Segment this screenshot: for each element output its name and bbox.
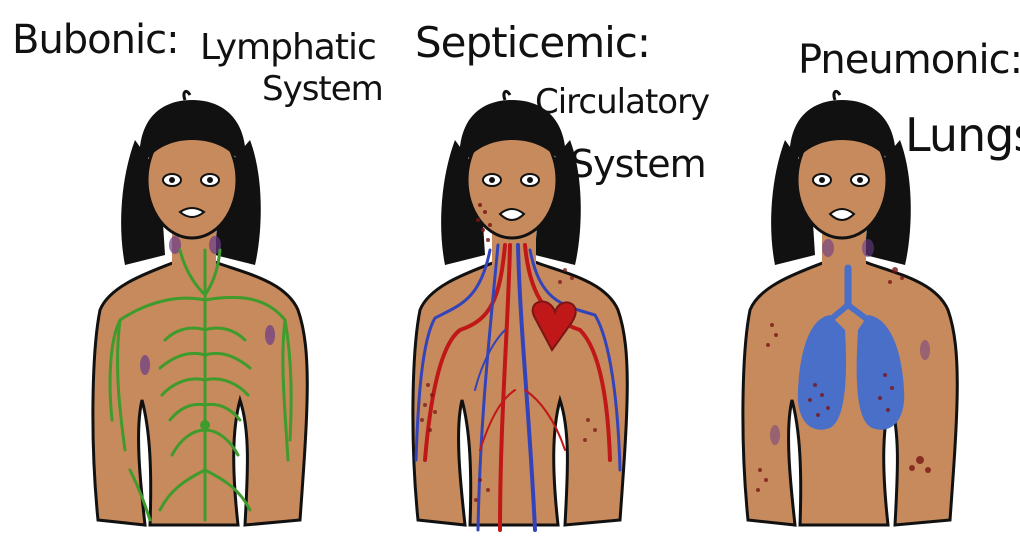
pneumonic-panel: Pneumonic: Lungs: [680, 0, 1020, 545]
pneumonic-figure: [680, 0, 1020, 545]
bubonic-figure: [0, 0, 340, 545]
septicemic-panel: Septicemic: Circulatory System: [340, 0, 680, 545]
bubonic-panel: Bubonic: Lymphatic System: [0, 0, 340, 545]
septicemic-figure: [340, 0, 680, 545]
